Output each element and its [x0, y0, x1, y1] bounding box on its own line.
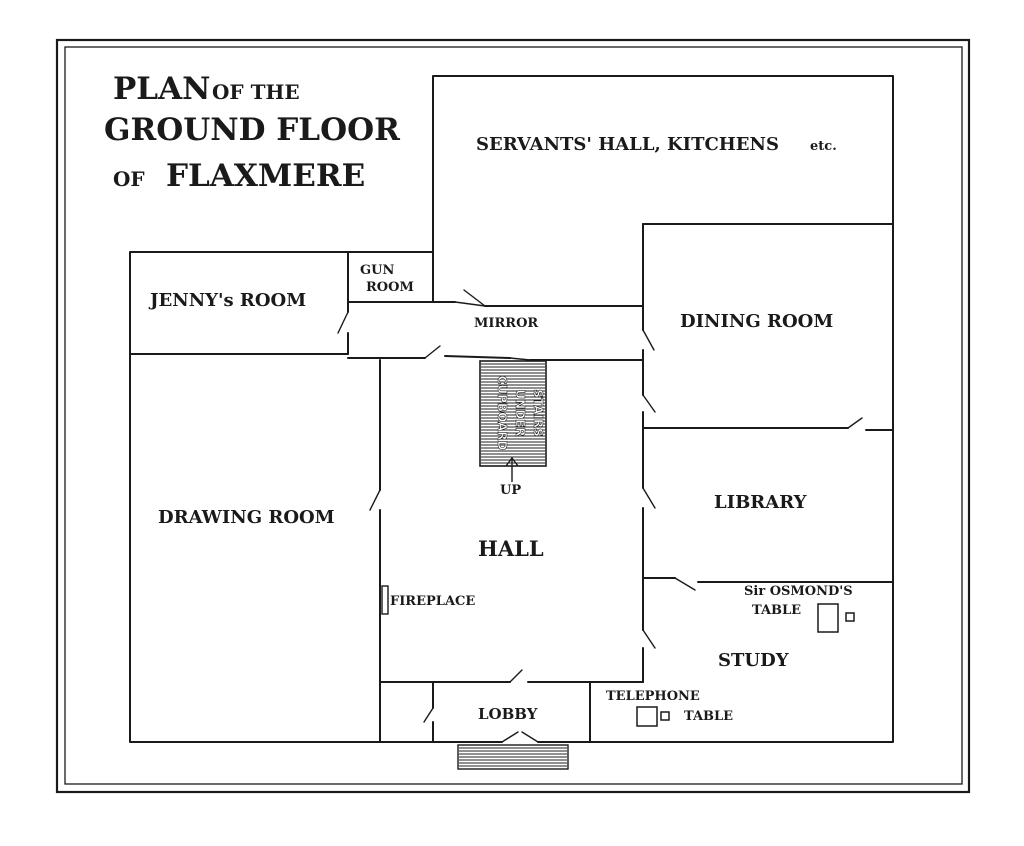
door-hall-lobby [509, 669, 523, 683]
jennys-room-label: JENNY's ROOM [148, 290, 306, 311]
wall-dining-library [642, 427, 894, 431]
fireplace-mark [381, 585, 389, 615]
door-library-study [674, 577, 696, 591]
frame-outer [55, 38, 971, 794]
wall-lobby [432, 681, 591, 743]
osmonds-chair-icon [845, 612, 855, 622]
door-corridor-hall [424, 345, 441, 359]
telephone-table-icon [636, 706, 658, 727]
front-steps [457, 744, 569, 770]
wall-west-wing [129, 251, 457, 743]
door-drawing [369, 489, 381, 511]
wall-library-study [642, 577, 894, 583]
drawing-room-label: DRAWING ROOM [158, 507, 335, 528]
osmonds-table-icon [817, 603, 839, 633]
wall-servants-hall [432, 75, 894, 253]
wall-east [589, 223, 894, 743]
gun-room-label-2: ROOM [366, 280, 414, 295]
study-label: STUDY [718, 650, 790, 671]
door-dining-library [847, 417, 863, 429]
cupboard-label-3: STAIRS [531, 389, 545, 437]
door-study [642, 629, 656, 649]
cupboard-label-2: UNDER [513, 389, 527, 436]
title-of: OF [113, 167, 145, 191]
telephone-table-label-1: TELEPHONE [606, 689, 700, 704]
door-mirror [454, 289, 486, 307]
door-front [501, 731, 539, 743]
walls [129, 75, 894, 743]
door-lobby-west [423, 707, 434, 723]
servants-hall-etc: etc. [810, 139, 837, 154]
room-labels: SERVANTS' HALL, KITCHENS etc. JENNY's RO… [148, 134, 853, 724]
fireplace-label: FIREPLACE [390, 594, 475, 609]
title-of-the: OF THE [212, 80, 300, 104]
wall-corridor-south [347, 355, 644, 361]
osmonds-table-label-1: Sir OSMOND'S [744, 584, 853, 599]
osmonds-table-label-2: TABLE [752, 603, 801, 618]
library-label: LIBRARY [714, 492, 808, 513]
telephone-table-label-2: TABLE [684, 709, 733, 724]
plan-title: PLAN OF THE GROUND FLOOR OF FLAXMERE [104, 71, 400, 194]
title-plan: PLAN [113, 71, 211, 107]
front-steps-hatching [459, 747, 567, 767]
gun-room-label-1: GUN [360, 263, 394, 278]
lobby-label: LOBBY [478, 705, 538, 723]
servants-hall-label: SERVANTS' HALL, KITCHENS [476, 134, 779, 155]
telephone-chair-icon [660, 711, 670, 721]
door-stairs [509, 357, 531, 361]
up-label: UP [500, 483, 521, 498]
hall-label: HALL [478, 536, 544, 561]
stair-up-arrow-icon [505, 456, 519, 482]
dining-room-label: DINING ROOM [680, 311, 833, 332]
doors [337, 289, 863, 743]
door-dining-2 [642, 394, 656, 413]
mirror-label: MIRROR [474, 316, 538, 331]
staircase: CUPBOARD UNDER STAIRS [479, 360, 547, 482]
cupboard-label-1: CUPBOARD [495, 376, 509, 451]
staircase-hatching [481, 363, 545, 464]
title-flaxmere: FLAXMERE [166, 158, 365, 194]
door-jenny [337, 311, 349, 334]
door-library-west [642, 487, 656, 509]
frame-inner [64, 46, 963, 785]
title-ground-floor: GROUND FLOOR [104, 112, 400, 148]
wall-gun-room [347, 251, 434, 355]
door-dining [642, 329, 655, 351]
wall-corridor-north [432, 301, 644, 307]
